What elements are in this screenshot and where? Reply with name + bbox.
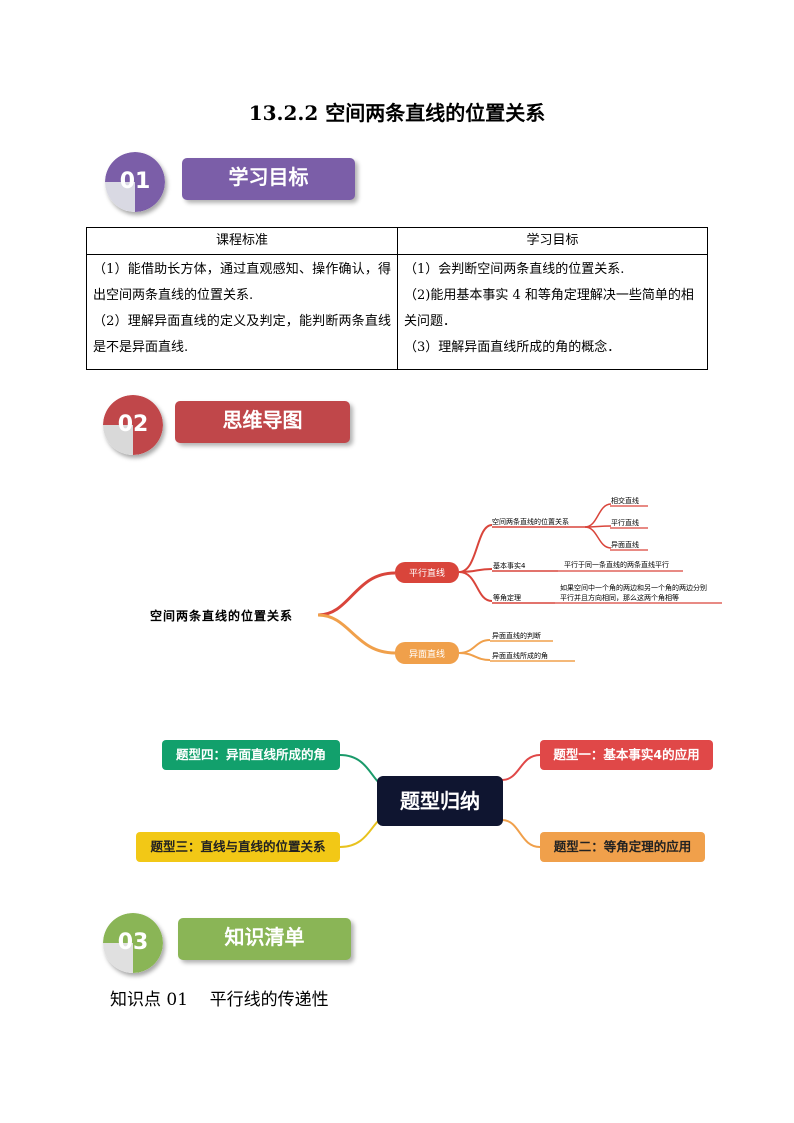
branch-line <box>458 652 491 661</box>
fact4-text: 平行于同一条直线的两条直线平行 <box>564 560 669 569</box>
table-cell-goals: （1）会判断空间两条直线的位置关系. （2)能用基本事实 4 和等角定理解决一些… <box>397 254 708 370</box>
section-02-badge: 02 <box>103 395 163 455</box>
root-to-branch2-line <box>317 613 396 655</box>
relation-node: 平行直线 <box>611 518 639 527</box>
section-number: 03 <box>117 930 149 955</box>
mindmap-node: 等角定理 <box>493 593 521 602</box>
mindmap-node: 异面直线的判断 <box>492 631 541 640</box>
branch-line <box>458 639 491 654</box>
standard-item: （1）能借助长方体，通过直观感知、操作确认，得出空间两条直线的位置关系. <box>93 262 391 303</box>
badge-leaf-icon <box>103 913 163 973</box>
goal-item: （2)能用基本事实 4 和等角定理解决一些简单的相关问题． <box>404 288 694 329</box>
types-center-node: 题型归纳 <box>377 776 503 826</box>
type-1-node: 题型一：基本事实4的应用 <box>540 740 713 770</box>
goals-table: 课程标准 学习目标 （1）能借助长方体，通过直观感知、操作确认，得出空间两条直线… <box>86 227 708 370</box>
type-2-node: 题型二：等角定理的应用 <box>540 832 705 862</box>
branch-line <box>584 526 612 549</box>
section-number: 02 <box>117 412 149 437</box>
branch-label: 平行直线 <box>409 567 445 579</box>
knowledge-point-heading: 知识点 01 平行线的传递性 <box>110 990 329 1010</box>
branch-parallel-node <box>395 562 459 583</box>
theorem-text-line2: 平行并且方向相同，那么这两个角相等 <box>560 593 679 602</box>
page-title: 13.2.2 空间两条直线的位置关系 <box>248 101 546 125</box>
section-03-badge: 03 <box>103 913 163 973</box>
mindmap-node: 基本事实4 <box>493 561 526 570</box>
table-header: 课程标准 <box>86 227 398 255</box>
table-header: 学习目标 <box>397 227 708 255</box>
connector-line <box>501 819 541 848</box>
section-03-heading: 知识清单 <box>178 918 351 960</box>
branch-line <box>584 503 612 528</box>
root-to-branch1-line <box>317 571 396 617</box>
goal-item: （1）会判断空间两条直线的位置关系. <box>404 262 625 277</box>
connector-line <box>501 754 541 781</box>
section-01-badge: 01 <box>105 152 165 212</box>
type-4-node: 题型四：异面直线所成的角 <box>162 740 340 770</box>
branch-skew-node <box>395 642 459 664</box>
goal-item: （3）理解异面直线所成的角的概念． <box>404 340 621 355</box>
theorem-text-line1: 如果空间中一个角的两边和另一个角的两边分别 <box>560 583 707 592</box>
section-number: 01 <box>119 169 151 194</box>
mindmap-root: 空间两条直线的位置关系 <box>150 608 293 623</box>
badge-leaf-icon <box>103 395 163 455</box>
mind-map: 空间两条直线的位置关系 平行直线 空间两条直线的位置关系 基本事实4 等角定理 … <box>150 496 722 664</box>
relation-node: 异面直线 <box>611 540 639 549</box>
mindmap-node: 空间两条直线的位置关系 <box>492 517 569 526</box>
relation-node: 相交直线 <box>611 496 639 505</box>
table-cell-standards: （1）能借助长方体，通过直观感知、操作确认，得出空间两条直线的位置关系. （2）… <box>86 254 398 370</box>
mindmap-node: 异面直线所成的角 <box>492 651 548 660</box>
badge-leaf-icon <box>105 152 165 212</box>
branch-line <box>458 571 493 602</box>
section-01-heading: 学习目标 <box>182 158 355 200</box>
branch-line <box>458 524 493 573</box>
standard-item: （2）理解异面直线的定义及判定，能判断两条直线是不是异面直线. <box>93 314 391 355</box>
branch-label: 异面直线 <box>409 648 445 660</box>
section-02-heading: 思维导图 <box>175 401 350 443</box>
type-3-node: 题型三：直线与直线的位置关系 <box>136 832 340 862</box>
